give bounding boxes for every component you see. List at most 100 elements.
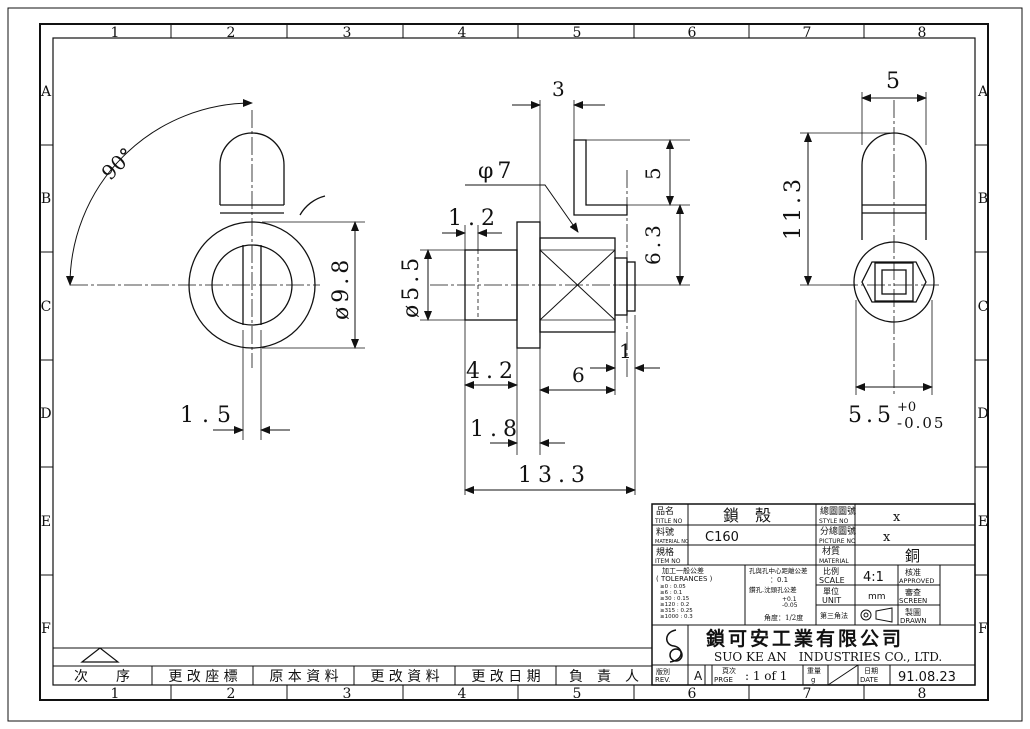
item-label-en: ITEM NO — [655, 558, 681, 565]
dim-4-2: 4.2 — [466, 359, 519, 384]
col-label-top: 8 — [918, 25, 927, 41]
dim-1: 1 — [619, 339, 632, 363]
row-label-right: E — [978, 514, 988, 530]
front-view — [66, 99, 365, 440]
dim-diameter-9-8: ø9.8 — [329, 256, 354, 320]
col-label-top: 2 — [227, 25, 236, 41]
material-label-en: MATERIAL — [819, 558, 849, 565]
dim-6: 6 — [572, 363, 585, 387]
col-label-top: 6 — [688, 25, 697, 41]
page-label-en: PRGE — [714, 676, 733, 684]
dim-tol-minus: -0.05 — [897, 414, 945, 432]
style-value: x — [893, 510, 901, 525]
page-label: 頁次 — [722, 666, 736, 675]
col-label-bottom: 6 — [688, 686, 697, 702]
dim-5-5: 5.5 — [848, 403, 895, 428]
col-label-top: 5 — [573, 25, 582, 41]
row-label-left: B — [41, 191, 51, 207]
scale-label-en: SCALE — [819, 576, 845, 585]
revision-headers: 次 序 更 改 座 標 原 本 資 料 更 改 資 料 更 改 日 期 負 責 … — [74, 669, 639, 685]
date-label: 日期 — [864, 667, 878, 675]
date-label-en: DATE — [860, 676, 878, 684]
rev-header: 原 本 資 料 — [269, 669, 338, 685]
row-label-left: D — [40, 406, 51, 422]
hole-center-value: ：0.1 — [770, 576, 788, 584]
unit-label-en: UNIT — [822, 596, 841, 605]
drawn-label: 製圖 — [905, 607, 921, 617]
picture-label-en: PICTURE NO — [819, 538, 856, 545]
material-label: 材質 — [822, 545, 840, 557]
dim-1-2: 1.2 — [448, 206, 501, 231]
title-label: 品名 — [656, 505, 674, 517]
row-label-left: F — [41, 621, 51, 637]
approved-en: APPROVED — [899, 577, 934, 585]
dim-right-5: 5 — [886, 69, 900, 94]
row-label-right: C — [978, 299, 989, 315]
row-label-left: C — [41, 299, 52, 315]
dim-6-3: 6.3 — [641, 221, 665, 265]
picture-label: 分總圖號 — [820, 525, 856, 537]
company-en: SUO KE AN INDUSTRIES CO., LTD. — [714, 650, 942, 664]
tol-title: 加工一般公差 — [662, 566, 704, 575]
screen-label: 審查 — [905, 587, 921, 597]
screen-en: SCREEN — [899, 597, 927, 605]
col-label-top: 4 — [458, 25, 467, 41]
row-label-right: D — [977, 406, 988, 422]
title-value: 鎖 殼 — [723, 506, 771, 525]
scale-value: 4:1 — [863, 570, 884, 585]
rev-header: 更 改 資 料 — [370, 669, 439, 685]
col-label-bottom: 5 — [573, 686, 582, 702]
row-label-right: F — [978, 621, 988, 637]
page-value: : 1 of 1 — [745, 669, 787, 683]
dim-angle: 90° — [97, 143, 139, 185]
rev-header: 負 責 人 — [569, 669, 639, 685]
title-label-en: TITLE NO — [654, 518, 683, 525]
row-label-left: A — [40, 84, 52, 100]
tol-row: ≥0 : 0.05 — [660, 584, 686, 590]
tol-row: ≥120 : 0.2 — [660, 602, 689, 608]
dim-1-8: 1.8 — [470, 417, 523, 442]
company-logo-icon — [666, 629, 683, 663]
col-label-top: 1 — [111, 25, 120, 41]
company-cn: 鎖可安工業有限公司 — [706, 627, 904, 650]
weight-label: 重量 — [807, 667, 821, 675]
dim-11-3: 11.3 — [781, 175, 806, 240]
tol-row: ≥6 : 0.1 — [660, 590, 682, 596]
col-label-bottom: 3 — [343, 686, 352, 702]
tol-row: ≥315 : 0.25 — [660, 608, 693, 614]
rev-label-en: REV. — [655, 676, 670, 684]
approved-label: 核准 — [905, 567, 921, 577]
col-label-top: 3 — [343, 25, 352, 41]
revision-triangle-icon — [80, 647, 120, 663]
row-label-right: B — [978, 191, 988, 207]
col-label-bottom: 8 — [918, 686, 927, 702]
third-angle-icon — [860, 607, 893, 623]
hole-tol-plus: +0.1 — [782, 596, 797, 603]
col-label-bottom: 1 — [111, 686, 120, 702]
rev-header: 更 改 座 標 — [168, 669, 237, 685]
hole-tol-minus: -0.05 — [782, 602, 798, 609]
title-block-text: 品名 TITLE NO 鎖 殼 總圖圖號 STYLE NO x 料號 MATER… — [654, 505, 956, 685]
side-view — [420, 100, 690, 495]
col-label-top: 7 — [803, 25, 812, 41]
scale-label: 比例 — [823, 566, 839, 576]
style-label: 總圖圖號 — [820, 505, 856, 517]
unit-value: mm — [868, 592, 886, 602]
hole-tol-label: 鑽孔.沈頭孔公差 — [749, 585, 797, 594]
rev-header: 更 改 日 期 — [471, 669, 540, 685]
dim-dia-5-5: ø5.5 — [399, 254, 424, 318]
dim-13-3: 13.3 — [518, 463, 591, 488]
third-angle-label: 第三角法 — [820, 611, 848, 620]
drawn-en: DRAWN — [900, 617, 927, 625]
material-no-label-en: MATERIAL NO — [655, 539, 689, 545]
material-no-value: C160 — [705, 530, 739, 545]
tol-en: ( TOLERANCES ) — [656, 575, 713, 583]
weight-unit: g — [811, 676, 815, 684]
angle-tol: 角度：1/2度 — [764, 613, 803, 622]
dim-slot-1-5: 1.5 — [180, 403, 239, 428]
material-no-label: 料號 — [656, 526, 674, 538]
right-view — [800, 92, 940, 395]
title-block — [651, 503, 976, 686]
col-label-bottom: 7 — [803, 686, 812, 702]
